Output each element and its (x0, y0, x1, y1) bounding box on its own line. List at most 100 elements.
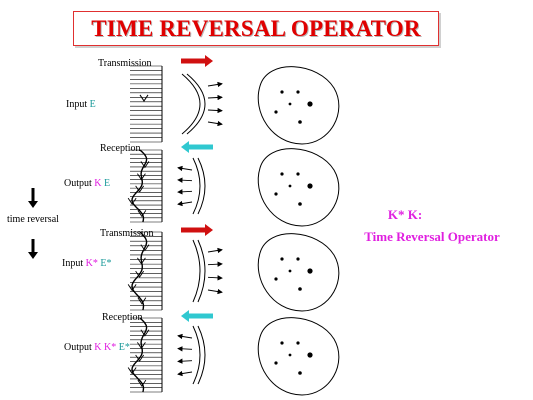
stage-4-medium-outline (257, 317, 340, 396)
stage-4-io-e: E* (118, 342, 130, 353)
stage-2-scatterer (296, 172, 300, 176)
time-reversal-arrow-2-head (28, 252, 38, 259)
stage-2-propagation-arrow (177, 189, 193, 195)
stage-2-propagation-arrow (177, 200, 193, 207)
stage-3-io-k: K* (85, 258, 101, 269)
stage-3-signal-trace (131, 231, 148, 311)
stage-1-direction-arrow-head (205, 55, 213, 67)
stage-3-propagation-arrow (207, 275, 223, 281)
stage-4-label: Reception (102, 312, 143, 323)
stage-1-wavefront-inner (181, 73, 201, 135)
stage-4-io-label: Output K K* E* (64, 342, 130, 353)
stage-4-direction-arrow-shaft (188, 313, 213, 319)
stage-2-signal-trace (131, 149, 148, 223)
stage-3-wavefront-outer (197, 239, 206, 303)
stage-4-signal-pulse (127, 367, 137, 375)
stage-1-io-e: E (89, 99, 96, 110)
stage-2-io-label: Output K E (64, 178, 110, 189)
stage-3-scatterer (280, 257, 284, 261)
stage-4-scatterer (296, 341, 300, 345)
stage-1-propagation-arrow (207, 94, 223, 101)
stage-1-wavefront-outer (186, 73, 206, 135)
stage-3-direction-arrow-shaft (181, 227, 206, 233)
stage-4-propagation-arrow (177, 370, 193, 377)
stage-2-io-prefix: Output (64, 178, 95, 189)
stage-2-wavefront-outer (197, 157, 206, 215)
stage-2-wavefront-inner (192, 157, 201, 215)
stage-1-direction-arrow-shaft (181, 58, 206, 64)
stage-2-signal-pulse (140, 161, 150, 169)
stage-4-scatterer (288, 353, 292, 357)
stage-1-scatterer (298, 120, 302, 124)
stage-4-signal-pulse (135, 354, 145, 362)
stage-4-io-prefix: Output (64, 342, 95, 353)
stage-3-signal-pulse (135, 270, 145, 278)
stage-4-wavefront-outer (197, 325, 206, 385)
stage-3-scatterer (298, 287, 302, 291)
stage-2-signal-pulse (135, 185, 145, 193)
stage-4-direction-arrow-head (181, 310, 189, 322)
stage-2-propagation-arrow (177, 177, 193, 183)
stage-3-scatterer (307, 268, 313, 274)
stage-3-propagation-arrow (207, 247, 223, 254)
stage-4-propagation-arrow (177, 358, 193, 364)
stage-4-propagation-arrow (177, 333, 193, 340)
stage-1-scatterer (288, 102, 292, 106)
stage-3-signal-pulse (140, 244, 150, 252)
stage-1-io-prefix: Input (66, 99, 90, 110)
stage-2-io-e: E (104, 178, 111, 189)
stage-2-label: Reception (100, 143, 141, 154)
stage-2-signal-pulse (127, 197, 137, 205)
stage-2-scatterer (307, 183, 313, 189)
stage-2-io-k: K (94, 178, 105, 189)
stage-2-scatterer (288, 184, 292, 188)
operator-title: K* K: (387, 207, 423, 222)
stage-3-scatterer (296, 257, 300, 261)
stage-2-scatterer (280, 172, 284, 176)
stage-1-propagation-arrow (207, 81, 223, 88)
stage-4-scatterer (307, 352, 313, 358)
stage-2-signal-pulse (137, 173, 146, 181)
stage-2-direction-arrow-shaft (188, 144, 213, 150)
stage-1-label: Transmission (98, 58, 152, 69)
stage-3-signal-pulse (137, 297, 147, 305)
stage-1-propagation-arrow (207, 120, 223, 127)
stage-1-scatterer (280, 90, 284, 94)
stage-2-propagation-arrow (177, 165, 193, 172)
stage-4-signal-pulse (137, 342, 146, 350)
stage-1-io-label: Input E (66, 99, 96, 110)
stage-3-signal-pulse (137, 257, 146, 265)
operator-subtitle: Time Reversal Operator (364, 229, 500, 244)
stage-4-io-k: K K* (94, 342, 119, 353)
stage-4-scatterer (298, 371, 302, 375)
stage-3-io-prefix: Input (62, 258, 86, 269)
stage-4-scatterer (280, 341, 284, 345)
stage-4-propagation-arrow (177, 346, 193, 352)
stage-3-propagation-arrow (207, 261, 223, 267)
stage-3-medium-outline (257, 233, 340, 312)
stage-3-propagation-arrow (207, 288, 223, 295)
stage-3-wavefront-inner (192, 239, 201, 303)
time-reversal-arrow-1-head (28, 201, 38, 208)
stage-4-signal-pulse (137, 379, 147, 387)
stage-4-signal-pulse (140, 329, 150, 337)
stage-1-scatterer (274, 110, 278, 114)
stage-4-wavefront-inner (192, 325, 201, 385)
stage-3-label: Transmission (100, 228, 154, 239)
stage-2-scatterer (298, 202, 302, 206)
stage-1-medium-outline (257, 66, 340, 145)
stage-2-medium-outline (257, 148, 340, 227)
slide-title: TIME REVERSAL OPERATOR (73, 11, 439, 46)
stage-2-signal-pulse (137, 210, 147, 218)
stage-1-scatterer (307, 101, 313, 107)
stage-3-scatterer (288, 269, 292, 273)
stage-3-direction-arrow-head (205, 224, 213, 236)
stage-1-propagation-arrow (207, 107, 223, 114)
stage-4-scatterer (274, 361, 278, 365)
stage-2-direction-arrow-head (181, 141, 189, 153)
stage-4-signal-trace (131, 317, 148, 393)
stage-1-input-pulse (139, 94, 149, 102)
stage-3-scatterer (274, 277, 278, 281)
